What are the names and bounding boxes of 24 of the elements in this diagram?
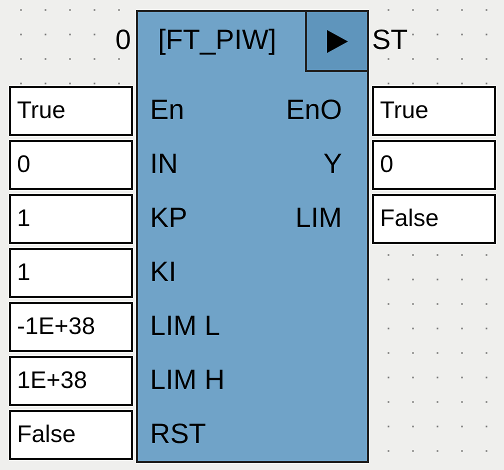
value-field: 1E+38 [9,356,133,406]
value-field: False [9,410,133,460]
value-field: 1 [9,248,133,298]
pin-label: KI [150,258,176,286]
block-title: [FT_PIW] [158,26,276,54]
language-label: ST [372,26,408,54]
pin-label: En [150,96,184,124]
value-field: True [372,86,496,136]
pin-label: KP [150,204,188,232]
value-field: 1 [9,194,133,244]
value-field: True [9,86,133,136]
value-field: 0 [9,140,133,190]
pin-label: LIM [295,204,342,232]
value-field: -1E+38 [9,302,133,352]
value-field: False [372,194,496,244]
pin-label: EnO [286,96,342,124]
pin-label: IN [150,150,178,178]
order-number: 0 [115,26,131,54]
pin-label: RST [150,420,206,448]
pin-label: LIM H [150,366,225,394]
pin-label: Y [323,150,342,178]
pin-label: LIM L [150,312,220,340]
value-field: 0 [372,140,496,190]
function-block [136,10,369,463]
